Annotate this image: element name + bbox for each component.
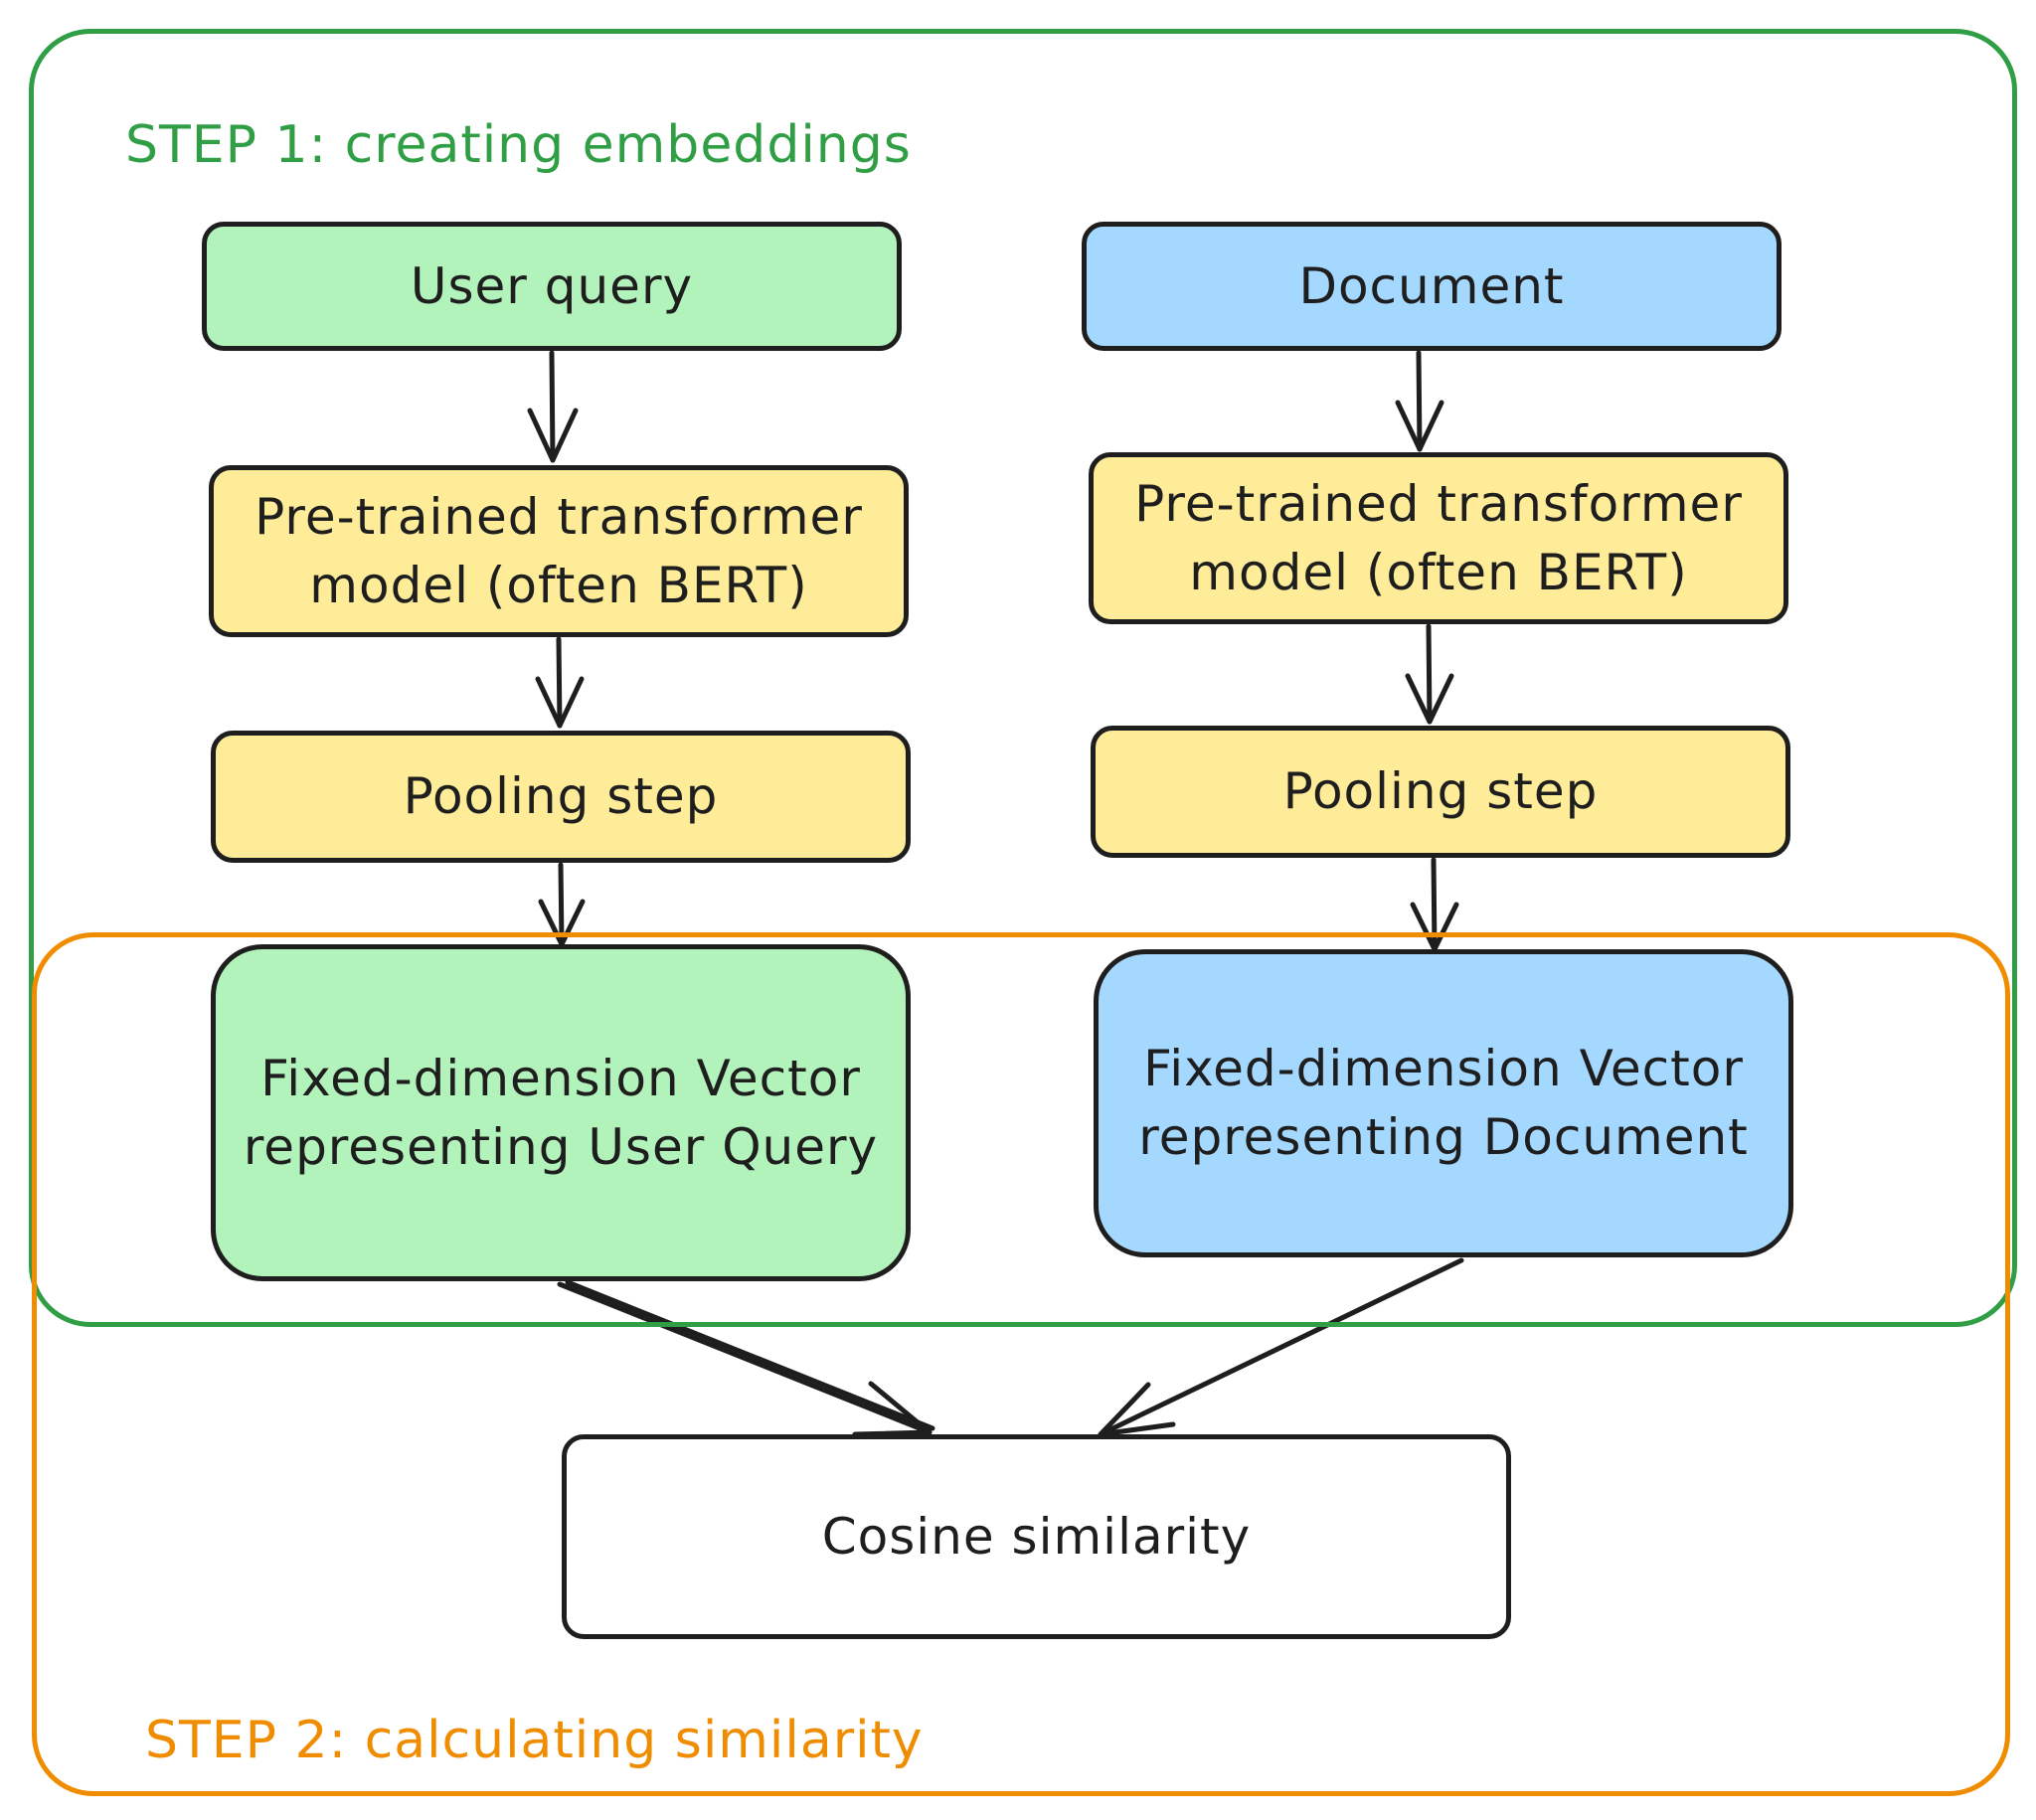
step1-label: STEP 1: creating embeddings [125, 115, 912, 175]
transformer-model-node-document: Pre-trained transformer model (often BER… [1089, 452, 1788, 624]
pooling-step-node-query: Pooling step [211, 731, 911, 863]
document-vector-node: Fixed-dimension Vector representing Docu… [1094, 949, 1793, 1257]
transformer-model-node-query: Pre-trained transformer model (often BER… [209, 465, 909, 637]
arrow-query-to-model [527, 350, 579, 463]
document-node: Document [1082, 222, 1782, 351]
query-vector-node: Fixed-dimension Vector representing User… [211, 944, 911, 1281]
arrow-vector-query-to-cosine [557, 1279, 935, 1437]
step1-frame [29, 29, 2017, 1327]
step2-label: STEP 2: calculating similarity [145, 1711, 924, 1770]
arrow-model-to-pooling-query [535, 636, 585, 729]
arrow-model-to-pooling-document [1405, 623, 1454, 725]
user-query-node: User query [202, 222, 902, 351]
pooling-step-node-document: Pooling step [1091, 726, 1790, 858]
cosine-similarity-node: Cosine similarity [562, 1434, 1511, 1639]
arrow-document-to-model [1395, 350, 1444, 452]
step2-frame [32, 932, 2010, 1796]
